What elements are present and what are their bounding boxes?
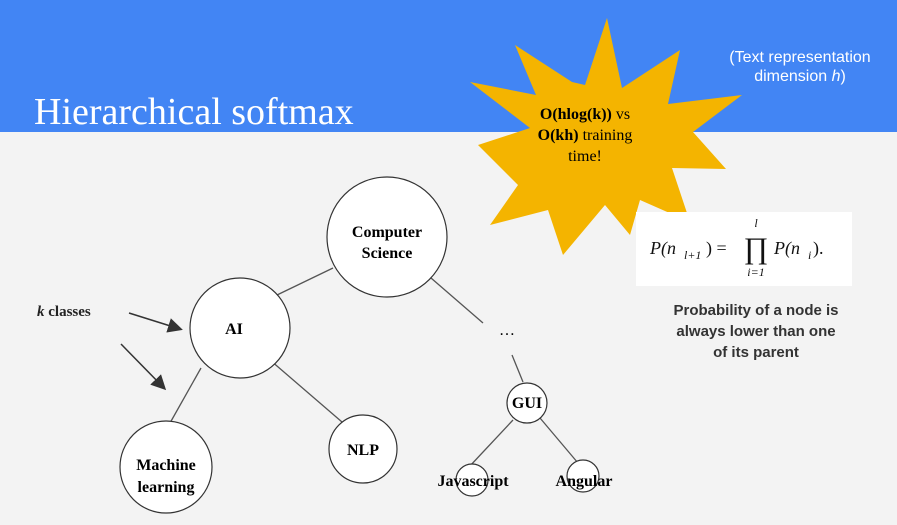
edge-ellipsis-gui	[511, 354, 524, 383]
node-nlp-label: NLP	[347, 442, 379, 459]
probability-formula: P(n l+1 ) = l ∏ i=1 P(n i ).	[636, 212, 852, 286]
k-classes-label: k classes	[37, 304, 91, 321]
formula-lhs: P(n	[649, 238, 676, 259]
dimension-note: (Text representation dimension h)	[700, 48, 897, 86]
node-machine-learning	[119, 420, 213, 514]
node-angular-label: Angular	[556, 473, 613, 490]
formula-prod-lower: i=1	[747, 265, 764, 279]
formula-rhs: P(n	[773, 238, 800, 259]
starburst-line-1: O(hlog(k)) vs	[500, 104, 670, 125]
edge-gui-angular	[539, 417, 579, 464]
formula-lhs-sub: l+1	[684, 248, 701, 262]
starburst-line-2-rest: training	[578, 127, 633, 144]
edge-ai-ml	[169, 367, 202, 424]
node-gui-label: GUI	[512, 395, 542, 412]
formula-rhs-sub: i	[808, 248, 811, 262]
node-nlp	[328, 414, 398, 484]
node-javascript-label: Javascript	[437, 473, 509, 490]
node-ellipsis-label: …	[499, 322, 515, 339]
starburst-line-2-bold: O(kh)	[537, 127, 579, 144]
edge-cs-ai	[276, 267, 334, 296]
formula-product-sign: ∏	[744, 232, 769, 265]
starburst-line-3: time!	[568, 148, 602, 165]
node-computer-science	[326, 176, 448, 298]
k-classes-var: k	[37, 304, 45, 320]
edge-ai-nlp	[269, 359, 343, 423]
formula-lhs-close: ) =	[706, 238, 727, 259]
formula-caption: Probability of a node is always lower th…	[650, 300, 862, 363]
caption-line-2: always lower than one	[676, 323, 836, 340]
arrow-to-ml	[120, 343, 167, 391]
starburst-line-1-bold: O(hlog(k))	[539, 106, 612, 123]
node-ai	[189, 277, 291, 379]
starburst-shape	[470, 18, 742, 255]
dimension-note-line1: (Text representation	[729, 49, 871, 66]
formula-graphic: P(n l+1 ) = l ∏ i=1 P(n i ).	[649, 216, 824, 279]
edge-cs-ellipsis	[430, 277, 484, 324]
node-computer-science-label-1: Computer	[352, 224, 422, 241]
node-gui	[506, 382, 548, 424]
slide-header-bar	[0, 0, 897, 132]
slide-title: Hierarchical softmax	[34, 91, 354, 133]
arrow-to-ai	[128, 312, 183, 333]
node-computer-science-label-2: Science	[362, 245, 413, 262]
caption-line-1: Probability of a node is	[673, 302, 839, 319]
starburst-text: O(hlog(k)) vs O(kh) training time!	[500, 104, 670, 167]
node-javascript	[455, 463, 489, 497]
dimension-note-suffix: )	[840, 68, 846, 85]
k-classes-text: classes	[44, 304, 91, 320]
starburst-line-1-rest: vs	[611, 106, 631, 123]
formula-rhs-close: ).	[813, 238, 824, 259]
node-machine-learning-label-1: Machine	[136, 457, 196, 474]
starburst-line-2: O(kh) training	[500, 125, 670, 146]
node-angular	[566, 459, 600, 493]
dimension-note-prefix: dimension	[754, 68, 832, 85]
caption-line-3: of its parent	[713, 344, 799, 361]
node-machine-learning-label-2: learning	[138, 479, 195, 496]
edge-gui-javascript	[468, 419, 514, 468]
dimension-note-var: h	[831, 68, 841, 85]
dimension-note-line2: dimension h)	[700, 67, 897, 86]
node-ai-label: AI	[225, 321, 243, 338]
formula-prod-upper: l	[754, 216, 758, 230]
